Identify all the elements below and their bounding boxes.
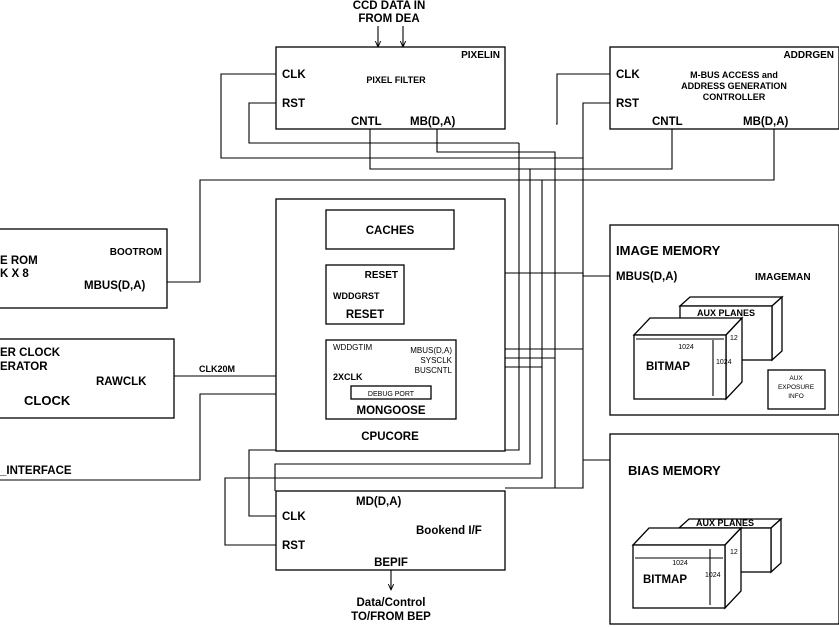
- addrgen-function-1: M-BUS ACCESS and: [690, 70, 778, 80]
- addrgen-function-2: ADDRESS GENERATION: [681, 81, 787, 91]
- pixelin-name: PIXELIN: [461, 50, 500, 61]
- pixelin-mb: MB(D,A): [410, 116, 456, 128]
- clock-name: CLOCK: [24, 393, 71, 408]
- wire-pixelin-mb: [436, 129, 556, 488]
- aux-exposure-3: INFO: [788, 393, 804, 400]
- imageman-label: IMAGEMAN: [755, 272, 811, 283]
- cpucore-block: CPUCORE CACHES RESET WDDGRST RESET WDDGT…: [275, 198, 506, 452]
- clock-box: [0, 338, 175, 419]
- bias-bitmap-cube: BITMAP 1024 1024 12: [631, 526, 743, 610]
- bias-dim-depth: 12: [730, 549, 738, 556]
- reset-box: [325, 264, 405, 325]
- bias-dim-height: 1024: [705, 572, 721, 579]
- image-bitmap-cube: BITMAP 1024 1024 12: [632, 316, 744, 401]
- cpucore-name: CPUCORE: [361, 431, 419, 443]
- ccd-label-2: FROM DEA: [358, 13, 419, 25]
- bias-memory-title: BIAS MEMORY: [628, 463, 721, 478]
- image-dim-depth: 12: [730, 335, 738, 342]
- pixelin-box: [275, 46, 506, 130]
- bepif-box: [275, 490, 506, 571]
- image-memory-mbus: MBUS(D,A): [616, 271, 677, 283]
- bootrom-box: [0, 228, 168, 309]
- bias-aux-planes-label: AUX PLANES: [696, 518, 754, 528]
- clock-partial-2: ERATOR: [0, 361, 48, 373]
- debug-port-box: [350, 385, 432, 400]
- aux-exposure-1: AUX: [789, 375, 803, 382]
- wire-addrgen-mb: [167, 129, 775, 283]
- bep-label-2: TO/FROM BEP: [351, 611, 431, 623]
- mongoose-2xclk: 2XCLK: [333, 372, 363, 382]
- addrgen-function-3: CONTROLLER: [703, 92, 766, 102]
- bepif-function: Bookend I/F: [416, 525, 482, 537]
- mongoose-mbus: MBUS(D,A): [410, 346, 452, 355]
- clock-block: ER CLOCK ERATOR RAWCLK CLOCK: [0, 338, 175, 419]
- clock-partial-1: ER CLOCK: [0, 347, 61, 359]
- addrgen-rst: RST: [616, 98, 639, 110]
- wire-clk-to-bepif: [248, 143, 520, 517]
- addrgen-box: [609, 46, 839, 130]
- wire-addrgen-clk: [556, 73, 610, 125]
- bootrom-name: BOOTROM: [110, 247, 162, 258]
- pixelin-cntl: CNTL: [351, 116, 382, 128]
- bootrom-partial-1: E ROM: [0, 255, 38, 267]
- bepif-name: BEPIF: [374, 557, 408, 569]
- addrgen-mb: MB(D,A): [743, 116, 789, 128]
- debug-port-label: DEBUG PORT: [368, 391, 415, 398]
- addrgen-block: ADDRGEN M-BUS ACCESS and ADDRESS GENERAT…: [609, 46, 839, 130]
- bootrom-mbus: MBUS(D,A): [84, 280, 145, 292]
- image-dim-width: 1024: [678, 344, 694, 351]
- bootrom-partial-2: K X 8: [0, 268, 29, 280]
- image-dim-height: 1024: [716, 359, 732, 366]
- reset-port-label: RESET: [365, 270, 398, 281]
- bias-dim-width: 1024: [672, 560, 688, 567]
- pixelin-block: PIXELIN PIXEL FILTER CLK RST CNTL MB(D,A…: [275, 46, 506, 130]
- wire-addrgen-cntl: [530, 129, 673, 170]
- image-bitmap-label: BITMAP: [646, 361, 690, 373]
- addrgen-cntl: CNTL: [652, 116, 683, 128]
- mongoose-name: MONGOOSE: [356, 405, 425, 417]
- addrgen-name: ADDRGEN: [783, 50, 834, 61]
- addrgen-clk: CLK: [616, 69, 640, 81]
- aux-exposure-box: [767, 369, 826, 410]
- image-aux-planes-label: AUX PLANES: [697, 308, 755, 318]
- mongoose-buscntl: BUSCNTL: [415, 366, 453, 375]
- ccd-label-1: CCD DATA IN: [353, 0, 426, 12]
- clk20m-label: CLK20M: [199, 364, 235, 374]
- wire-pixelin-clk: [220, 73, 584, 276]
- bias-memory-block: BIAS MEMORY AUX PLANES BITMAP 1024 1024 …: [609, 433, 839, 625]
- caches-box: [325, 209, 455, 250]
- interface-label: _INTERFACE: [0, 465, 72, 477]
- clock-rawclk: RAWCLK: [96, 376, 147, 388]
- pixelin-clk: CLK: [282, 69, 306, 81]
- bootrom-block: BOOTROM E ROM K X 8 MBUS(D,A): [0, 228, 168, 309]
- caches-label: CACHES: [366, 225, 415, 237]
- mongoose-box: [325, 339, 457, 420]
- wire-mbus-down: [505, 276, 584, 489]
- wddgrst-label: WDDGRST: [333, 291, 380, 301]
- bias-bitmap-label: BITMAP: [643, 574, 687, 586]
- bepif-rst: RST: [282, 540, 305, 552]
- wire-addrgen-rst: [582, 102, 610, 158]
- image-memory-title: IMAGE MEMORY: [616, 243, 721, 258]
- bepif-md: MD(D,A): [356, 496, 402, 508]
- pixelin-rst: RST: [282, 98, 305, 110]
- wire-rst-to-bepif: [224, 180, 543, 546]
- aux-exposure-2: EXPOSURE: [778, 384, 815, 391]
- wire-pixelin-rst: [248, 102, 519, 144]
- bepif-clk: CLK: [282, 511, 306, 523]
- mongoose-sysclk: SYSCLK: [420, 356, 452, 365]
- reset-name: RESET: [346, 309, 384, 321]
- pixelin-function: PIXEL FILTER: [366, 75, 426, 85]
- bepif-block: MD(D,A) CLK RST Bookend I/F BEPIF: [275, 490, 506, 571]
- image-memory-block: IMAGE MEMORY MBUS(D,A) IMAGEMAN AUX PLAN…: [609, 224, 839, 416]
- wire-pixelin-cntl: [274, 129, 531, 491]
- bep-label-1: Data/Control: [357, 597, 426, 609]
- wddgtim-label: WDDGTIM: [333, 343, 372, 352]
